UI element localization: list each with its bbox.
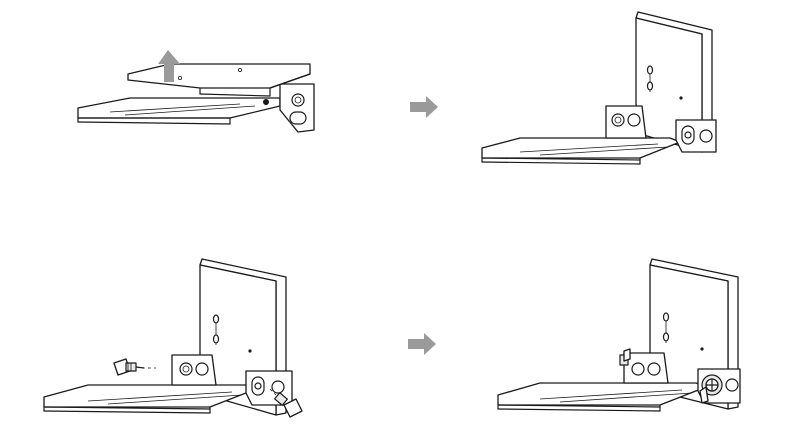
step-1-bracket-lift: [77, 50, 315, 133]
side-end-plate: [279, 83, 315, 133]
right-arrow-icon: [408, 333, 436, 355]
left-tab: [623, 352, 669, 384]
screw-head: [263, 99, 269, 105]
thumb-screw-icon: [619, 348, 631, 366]
step-4-screws-tightened: [497, 258, 741, 412]
thumb-screw-icon: [699, 374, 723, 404]
slot-hole: [289, 111, 307, 125]
thumb-screw-icon: [269, 388, 303, 418]
step-3-insert-screws: [43, 258, 303, 418]
right-arrow-icon: [410, 96, 438, 118]
up-arrow-icon: [158, 50, 180, 82]
mount-hole: [291, 93, 305, 107]
step-2-bracket-upright: [481, 11, 717, 165]
thumb-screw-icon: [113, 358, 156, 376]
left-tab: [171, 354, 217, 386]
